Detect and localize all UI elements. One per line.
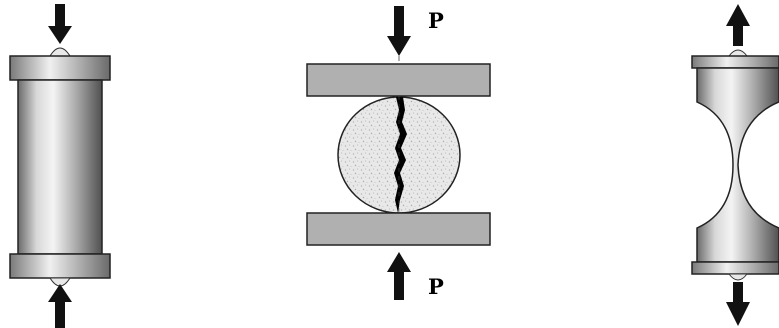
bottom-load-arrow-icon [48, 284, 72, 328]
top-tension-arrow-icon [726, 4, 750, 46]
crack-line [394, 97, 407, 213]
dogbone-specimen [696, 67, 779, 263]
top-load-label: P [428, 8, 444, 33]
bottom-load-arrow-icon [387, 252, 411, 300]
bottom-platen [306, 212, 491, 246]
top-load-arrow-icon [387, 6, 411, 56]
top-grip-plate [691, 55, 779, 69]
bottom-cap [9, 253, 111, 279]
bottom-contact-knob [49, 277, 71, 287]
bottom-grip-plate [691, 261, 779, 275]
top-load-arrow-icon [48, 4, 72, 44]
top-platen [306, 63, 491, 97]
splitting-test-panel: P P [306, 6, 491, 300]
top-grip-knob [727, 49, 749, 57]
tension-test-panel [691, 4, 779, 326]
top-contact-knob [49, 47, 71, 57]
bottom-grip-knob [727, 273, 749, 281]
top-cap [9, 55, 111, 81]
bottom-load-label: P [428, 274, 444, 299]
cylinder-body [17, 79, 103, 255]
compression-test-panel [9, 4, 111, 328]
bottom-tension-arrow-icon [726, 282, 750, 326]
